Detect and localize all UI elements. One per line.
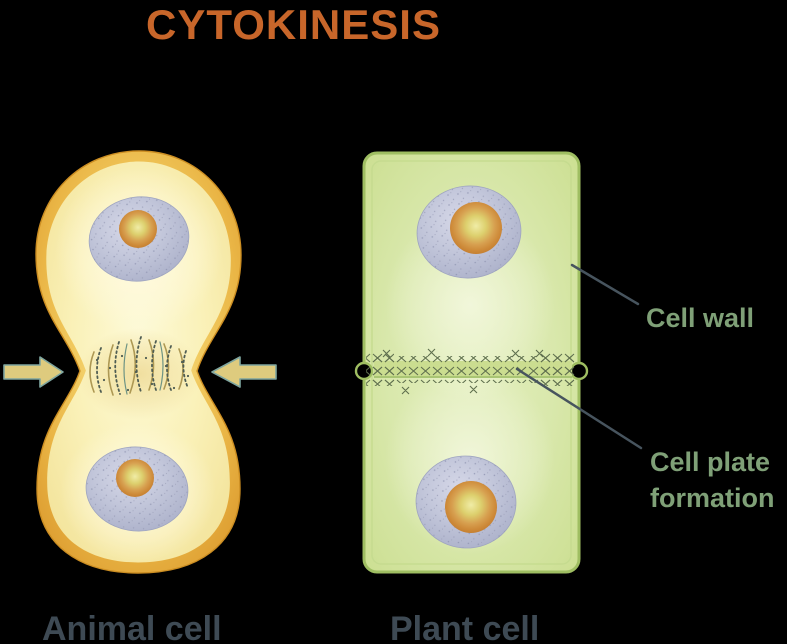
midbody-fibers	[89, 336, 190, 396]
cell-plate-label-line1: Cell plate	[650, 447, 770, 477]
plant-cell-illustration	[354, 151, 589, 574]
furrow-arrow-left-icon	[3, 356, 64, 388]
page-title: CYTOKINESIS	[146, 1, 441, 48]
plant-cell-caption: Plant cell	[390, 610, 539, 644]
furrow-arrow-right-icon	[211, 356, 277, 388]
cell-plate	[366, 348, 576, 395]
plant-bottom-nucleolus	[445, 481, 497, 533]
animal-cell-caption: Animal cell	[42, 610, 222, 644]
chromatin-dots	[95, 354, 190, 392]
cell-plate-stray-marks	[382, 348, 544, 395]
cell-plate-label-line2: formation	[650, 483, 775, 513]
cell-plate-pointer-line	[515, 367, 643, 450]
cell-wall-pointer-line	[570, 263, 640, 306]
plant-top-nucleolus	[450, 202, 502, 254]
animal-cell-illustration	[3, 150, 277, 574]
animal-top-nucleolus	[119, 210, 157, 248]
animal-bottom-nucleolus	[116, 459, 154, 497]
cell-wall-label: Cell wall	[646, 303, 754, 333]
